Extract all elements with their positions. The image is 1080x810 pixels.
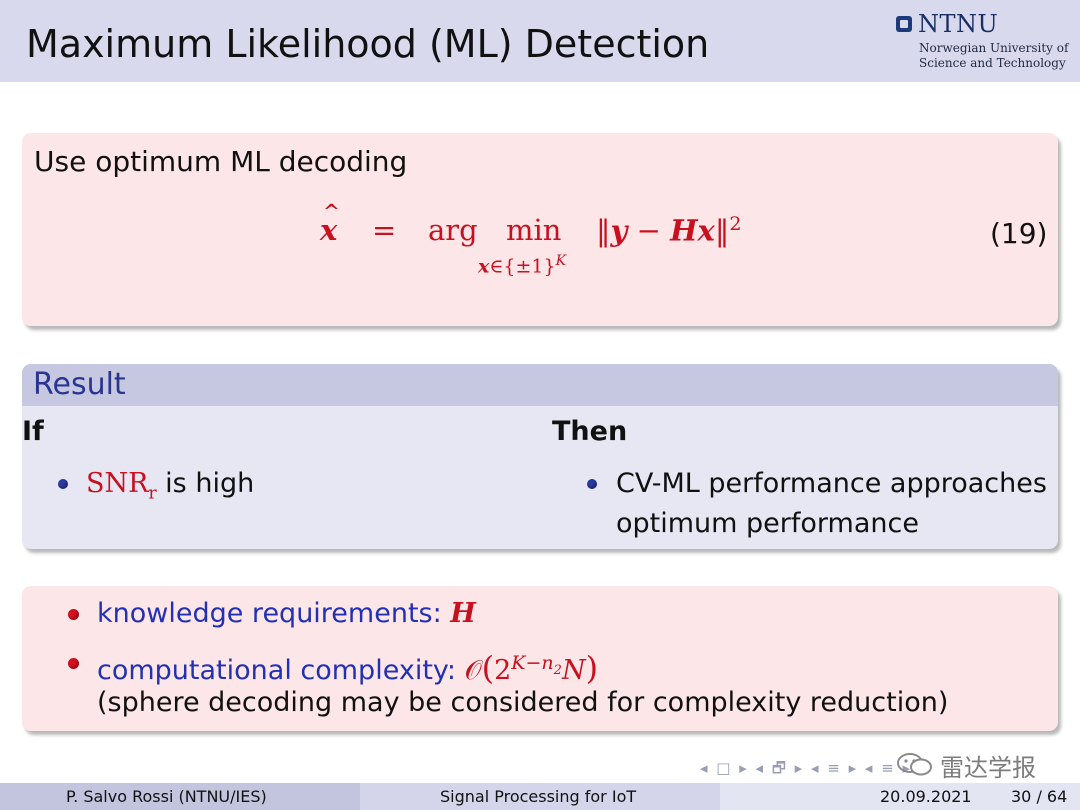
wechat-icon — [897, 753, 932, 776]
knowledge-label: knowledge requirements: — [97, 598, 442, 629]
complexity-item: computational complexity: 𝒪(2K−n2N) — [97, 643, 598, 691]
complexity-tail: N — [561, 655, 586, 686]
logo-subtitle: Norwegian University of Science and Tech… — [919, 41, 1068, 71]
complexity-note: (sphere decoding may be considered for c… — [97, 687, 949, 718]
complexity-exponent: K−n2 — [511, 652, 562, 678]
complexity-formula: 𝒪(2K−n2N) — [464, 649, 598, 687]
exponent-subscript: 2 — [553, 662, 562, 678]
watermark-text: 雷达学报 — [940, 754, 1036, 782]
footer-author: P. Salvo Rossi (NTNU/IES) — [66, 787, 267, 806]
equation-number: (19) — [990, 217, 1048, 250]
complexity-label: computational complexity: — [97, 655, 457, 686]
constraint-var: x — [478, 255, 490, 278]
then-item-line1: CV-ML performance approaches — [616, 468, 1047, 499]
blue-bullet-icon — [58, 479, 68, 489]
equation-hat: ^ — [323, 199, 340, 223]
equation-lhs: ^ x — [320, 199, 340, 247]
norm-power: 2 — [729, 213, 742, 235]
snr-subscript: r — [148, 483, 157, 504]
norm-y: y — [610, 213, 628, 248]
knowledge-value: H — [450, 598, 476, 629]
footer-course: Signal Processing for IoT — [440, 787, 637, 806]
ml-equation: ^ x = arg min x∈{±1}K ‖y − Hx‖2 — [320, 199, 800, 283]
red-bullet-icon — [68, 658, 79, 669]
footer-date: 20.09.2021 — [880, 787, 972, 806]
footer-mid-segment: Signal Processing for IoT — [360, 783, 720, 810]
ml-decoding-box: Use optimum ML decoding ^ x = arg min x∈… — [22, 133, 1058, 326]
page-title: Maximum Likelihood (ML) Detection — [26, 22, 710, 66]
constraint-set: ∈{±1} — [489, 255, 556, 278]
if-item-text: is high — [156, 468, 255, 499]
paren-open: ( — [481, 649, 495, 687]
equation-equals: = — [372, 213, 397, 247]
result-header: Result — [22, 364, 1058, 406]
if-header: If — [22, 416, 44, 447]
equation-arg: arg — [428, 213, 478, 247]
footer-right-segment: 20.09.2021 30 / 64 — [720, 783, 1080, 810]
if-item: SNRr is high — [86, 464, 254, 513]
equation-constraint: x∈{±1}K — [478, 253, 566, 277]
norm-x: x — [697, 213, 715, 248]
norm-open: ‖ — [596, 213, 611, 248]
norm-H: H — [670, 213, 698, 248]
header-bar: Maximum Likelihood (ML) Detection NTNU N… — [0, 0, 1080, 82]
requirements-box: knowledge requirements: H computational … — [22, 586, 1058, 731]
equation-norm: ‖y − Hx‖2 — [596, 213, 741, 248]
ntnu-logo: NTNU Norwegian University of Science and… — [896, 10, 1076, 74]
result-title: Result — [33, 367, 126, 402]
equation-min: min — [506, 213, 562, 247]
logo-subtitle-line1: Norwegian University of — [919, 41, 1069, 55]
then-item-line2: optimum performance — [616, 508, 919, 539]
red-bullet-icon — [68, 609, 79, 620]
knowledge-requirements-item: knowledge requirements: H — [97, 594, 476, 634]
footer-left-segment: P. Salvo Rossi (NTNU/IES) — [0, 783, 360, 810]
then-header: Then — [552, 416, 628, 447]
equation-x-hat-var: x — [320, 213, 338, 247]
complexity-base: 2 — [494, 655, 512, 686]
blue-bullet-icon — [587, 479, 597, 489]
logo-name: NTNU — [918, 10, 999, 38]
beamer-navigation[interactable]: ◂ □ ▸ ◂ 🗗 ▸ ◂ ≡ ▸ ◂ ≡ ▸ — [700, 759, 913, 777]
norm-minus: − — [627, 213, 671, 248]
constraint-exponent: K — [555, 253, 567, 269]
norm-close: ‖ — [714, 213, 730, 248]
big-o: 𝒪 — [464, 655, 482, 686]
ml-intro-text: Use optimum ML decoding — [34, 145, 408, 178]
footer-page: 30 / 64 — [1011, 787, 1068, 806]
paren-close: ) — [585, 649, 599, 687]
exponent-text: K−n — [511, 652, 554, 674]
snr-symbol: SNRr — [86, 468, 157, 503]
ntnu-logo-icon — [896, 16, 912, 32]
result-box: Result If Then SNRr is high CV-ML perfor… — [22, 364, 1058, 549]
footer: P. Salvo Rossi (NTNU/IES) Signal Process… — [0, 783, 1080, 810]
logo-subtitle-line2: Science and Technology — [919, 56, 1066, 70]
snr-text: SNR — [86, 468, 149, 499]
